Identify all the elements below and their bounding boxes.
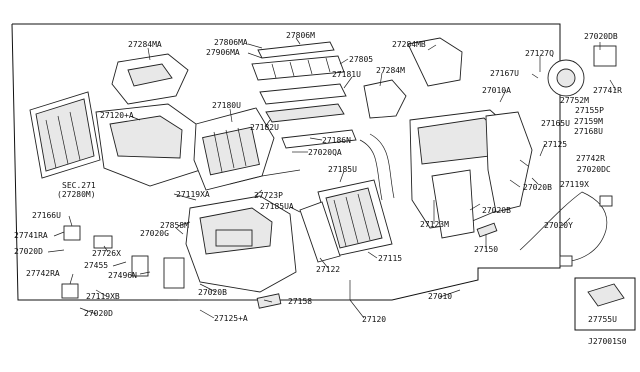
callout-label: 27806M: [286, 31, 315, 40]
case-27125: [409, 109, 509, 239]
blower-grille-27180u: [193, 107, 275, 191]
callout-label: 27120+A: [100, 111, 134, 120]
duct-27284m: [363, 79, 407, 119]
lower-case-27120a: [95, 103, 201, 187]
callout-label: 27123M: [420, 220, 449, 229]
case-27020b: [485, 111, 533, 213]
callout-label: 27125+A: [214, 314, 248, 323]
callout-label: 27752M: [560, 96, 589, 105]
callout-label: 27155P: [575, 106, 604, 115]
callout-label: 27166U: [32, 211, 61, 220]
callout-label: 27186N: [322, 136, 351, 145]
door-27181u: [259, 83, 357, 149]
harness-27020y: [519, 191, 613, 267]
diagram-id: J27001S0: [588, 337, 627, 346]
callout-label: 27020D: [14, 247, 43, 256]
callout-label: 27127Q: [525, 49, 554, 58]
callout-label: 27185UA: [260, 202, 294, 211]
callout-label: 27741RA: [14, 231, 48, 240]
callout-label: SEC.271: [62, 181, 96, 190]
callout-label: 27020B: [523, 183, 552, 192]
callout-label: 27741R: [593, 86, 622, 95]
evaporator-core: [29, 91, 101, 179]
callout-label: 27119XB: [86, 292, 120, 301]
callout-label: 27020D: [84, 309, 113, 318]
sensor-27741ra: [61, 225, 185, 299]
callout-label: 27119XA: [176, 190, 210, 199]
callout-label: 27180U: [212, 101, 241, 110]
callout-label: 27742RA: [26, 269, 60, 278]
actuator-27752m: [547, 45, 617, 97]
callout-label: 27496N: [108, 271, 137, 280]
filter-27806m: [251, 41, 345, 81]
duct-27284ma: [111, 53, 189, 105]
callout-label: 27125: [543, 140, 567, 149]
callout-label: 27020Y: [544, 221, 573, 230]
callout-label: 27726X: [92, 249, 121, 258]
callout-label: 27858M: [160, 221, 189, 230]
callout-label: 27284M: [376, 66, 405, 75]
callout-label: 27115: [378, 254, 402, 263]
callout-label: 27755U: [588, 315, 617, 324]
case-27125a: [185, 195, 297, 293]
callout-label: 27806MA: [214, 38, 248, 47]
callout-label: 27020DC: [577, 165, 611, 174]
callout-label: 27010: [428, 292, 452, 301]
callout-label: 27185U: [328, 165, 357, 174]
callout-labels: 27284MA 27806MA 27806M 27906MA 27805 272…: [14, 31, 622, 324]
callout-label: 27120: [362, 315, 386, 324]
callout-label: 27020B: [198, 288, 227, 297]
callout-label: 27119X: [560, 180, 589, 189]
callout-label: 27165U: [541, 119, 570, 128]
callout-label: 27284MB: [392, 40, 426, 49]
callout-label: 27168U: [574, 127, 603, 136]
callout-label: 27159M: [574, 117, 603, 126]
callout-label: 27455: [84, 261, 108, 270]
duct-27284mb: [407, 37, 463, 87]
callout-label: 27010A: [482, 86, 511, 95]
callout-label: 27020QA: [308, 148, 342, 157]
accessory-box: [574, 277, 636, 331]
callout-label: 27150: [474, 245, 498, 254]
duct-27122: [299, 201, 341, 263]
accessory-27755u: [587, 283, 625, 307]
leader-lines: [47, 37, 617, 319]
callout-label: 27020DB: [584, 32, 618, 41]
callout-label: 27181U: [332, 70, 361, 79]
callout-label: 27020G: [140, 229, 169, 238]
callout-label: 27723P: [254, 191, 283, 200]
callout-label: (27280M): [57, 190, 96, 199]
callout-label: 27158: [288, 297, 312, 306]
heater-core-27185u: [317, 179, 393, 257]
callout-label: 27122: [316, 265, 340, 274]
pipe-27723p: [229, 133, 395, 201]
callout-label: 27805: [349, 55, 373, 64]
callout-label: 27284MA: [128, 40, 162, 49]
grille-27150: [476, 222, 498, 238]
callout-label: 27020B: [482, 206, 511, 215]
callout-label: 27167U: [490, 69, 519, 78]
assembly-frame: [11, 23, 561, 301]
callout-label: 27182U: [250, 123, 279, 132]
callout-label: 27742R: [576, 154, 605, 163]
callout-label: 27906MA: [206, 48, 240, 57]
